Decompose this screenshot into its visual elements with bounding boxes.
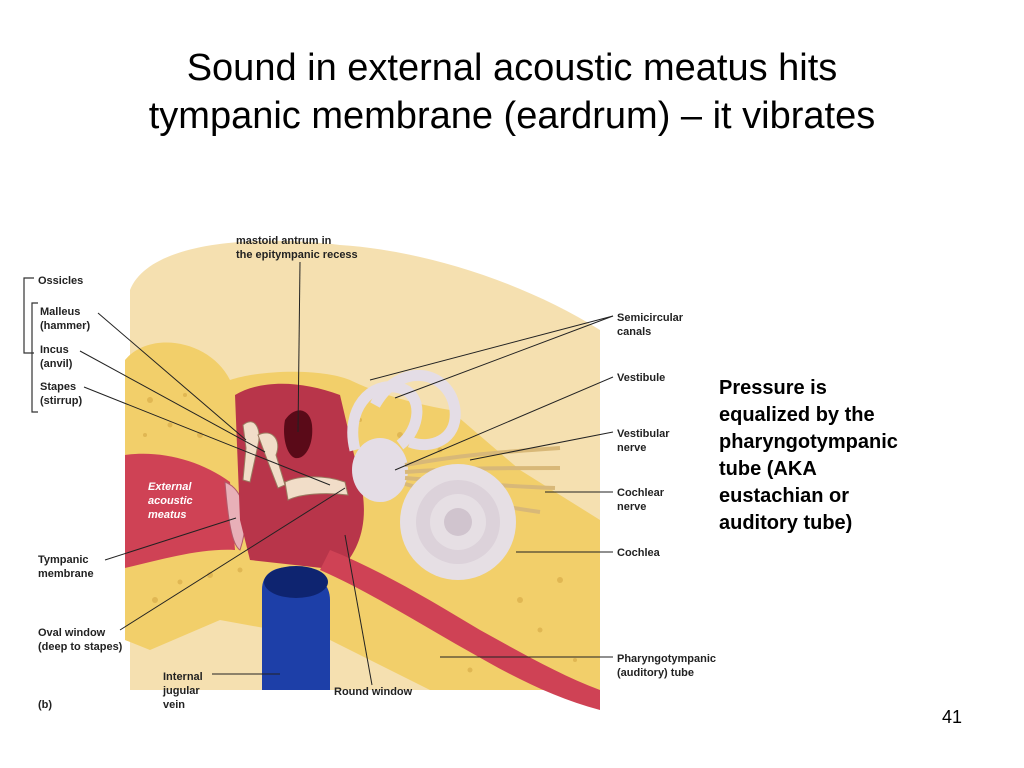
- slide-title-line-2: tympanic membrane (eardrum) – it vibrate…: [148, 95, 876, 137]
- label-pharyngo-1: Pharyngotympanic: [617, 653, 716, 665]
- page-number: 41: [942, 707, 963, 727]
- label-tympanic-1: Tympanic: [38, 554, 89, 566]
- label-vestibular-1: Vestibular: [617, 428, 670, 440]
- label-incus-2: (anvil): [40, 358, 73, 370]
- jugular-vein-opening: [264, 566, 328, 598]
- middle-ear-cavity: [235, 383, 364, 570]
- semicircular-canals: [347, 370, 461, 452]
- label-external-2: acoustic: [148, 495, 193, 507]
- vestibule: [352, 438, 408, 502]
- label-external-3: meatus: [148, 509, 187, 521]
- label-oval-1: Oval window: [38, 627, 106, 639]
- label-ossicles: Ossicles: [38, 275, 83, 287]
- label-oval-2: (deep to stapes): [38, 641, 123, 653]
- side-note: Pressure is equalized by the pharyngotym…: [719, 377, 898, 534]
- slide-title-line-1: Sound in external acoustic meatus hits: [186, 47, 838, 89]
- stapes: [284, 476, 349, 501]
- cochlea: [400, 464, 516, 580]
- leader-lines: [79, 261, 614, 686]
- label-jugular-2: jugular: [162, 685, 200, 697]
- label-jugular-3: vein: [163, 699, 185, 711]
- label-vestibular-2: nerve: [617, 442, 646, 454]
- label-mastoid-2: the epitympanic recess: [236, 249, 358, 261]
- label-external-1: External: [148, 481, 192, 493]
- label-panel-b: (b): [38, 699, 52, 711]
- ossicles: [242, 421, 349, 501]
- internal-jugular-vein: [262, 567, 330, 690]
- label-cochlear-2: nerve: [617, 501, 646, 513]
- label-malleus-2: (hammer): [40, 320, 90, 332]
- label-incus-1: Incus: [40, 344, 69, 356]
- slide-title: Sound in external acoustic meatus hits t…: [0, 44, 1024, 140]
- label-stapes-1: Stapes: [40, 381, 76, 393]
- label-cochlear-1: Cochlear: [617, 487, 665, 499]
- label-mastoid-1: mastoid antrum in: [236, 235, 332, 247]
- label-malleus-1: Malleus: [40, 306, 80, 318]
- pharyngotympanic-tube: [320, 550, 600, 710]
- label-semicircular-2: canals: [617, 326, 651, 338]
- label-pharyngo-2: (auditory) tube: [617, 667, 694, 679]
- label-semicircular-1: Semicircular: [617, 312, 684, 324]
- ossicles-bracket: [23, 277, 34, 354]
- label-stapes-2: (stirrup): [40, 395, 83, 407]
- label-cochlea: Cochlea: [617, 547, 661, 559]
- mastoid-antrum: [284, 410, 313, 459]
- ossicles-bracket-inner: [31, 302, 38, 413]
- ear-anatomy-diagram: mastoid antrum in the epitympanic recess…: [23, 235, 716, 711]
- incus: [257, 432, 286, 489]
- label-jugular-1: Internal: [163, 671, 203, 683]
- label-tympanic-2: membrane: [38, 568, 94, 580]
- external-acoustic-meatus: [125, 453, 235, 568]
- label-round-window: Round window: [334, 686, 413, 698]
- label-vestibule: Vestibule: [617, 372, 665, 384]
